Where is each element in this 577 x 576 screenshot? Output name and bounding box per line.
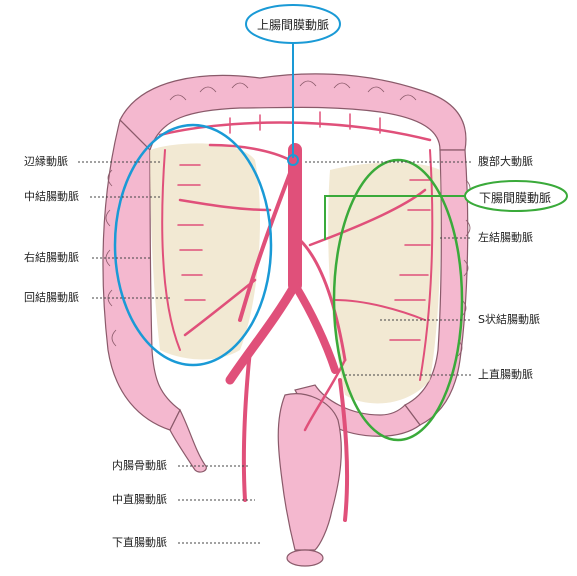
sigmoid-colon — [294, 384, 421, 437]
left-mesentery-shade — [328, 162, 441, 404]
label-internal-iliac: 内腸骨動脈 — [112, 459, 167, 472]
left-leaders — [78, 161, 260, 544]
inferior-mesenteric-label: 下腸間膜動脈 — [479, 191, 552, 205]
label-inferior-rectal: 下直腸動脈 — [112, 536, 167, 549]
right-leaders — [305, 161, 472, 376]
common-iliac-left — [291, 281, 339, 374]
internal-iliac — [241, 348, 252, 502]
haustra-lines — [105, 80, 471, 357]
label-ileocolic: 回結腸動脈 — [24, 291, 79, 304]
right-region-circle — [113, 123, 273, 367]
internal-iliac-right — [338, 378, 350, 522]
label-sigmoid-arteries: S状結腸動脈 — [478, 313, 540, 326]
ileocolic — [183, 278, 257, 337]
label-marginal-artery: 辺縁動脈 — [24, 155, 68, 168]
label-left-colic: 左結腸動脈 — [478, 231, 533, 244]
left-region-circle — [332, 158, 464, 442]
label-middle-rectal: 中直腸動脈 — [112, 493, 167, 506]
anal-canal — [286, 549, 324, 567]
right-colic — [178, 198, 272, 212]
label-middle-colic: 中結腸動脈 — [24, 190, 79, 203]
ima-callout-line — [324, 195, 465, 240]
right-mesentery-shade — [150, 143, 260, 360]
superior-mesenteric-label: 上腸間膜動脈 — [257, 18, 330, 32]
label-superior-rectal: 上直腸動脈 — [478, 368, 533, 381]
rectum — [277, 393, 342, 551]
middle-colic — [208, 143, 292, 162]
label-right-colic: 右結腸動脈 — [24, 251, 79, 264]
inferior-mesenteric-artery — [298, 238, 347, 362]
common-iliac-right — [225, 280, 300, 385]
sma-origin-dot — [287, 154, 299, 166]
sigmoid-arteries — [334, 299, 426, 321]
marginal-artery-right — [161, 149, 181, 351]
appendix — [169, 408, 207, 473]
marginal-artery-top — [158, 121, 432, 142]
label-abdominal-aorta: 腹部大動脈 — [478, 155, 533, 168]
